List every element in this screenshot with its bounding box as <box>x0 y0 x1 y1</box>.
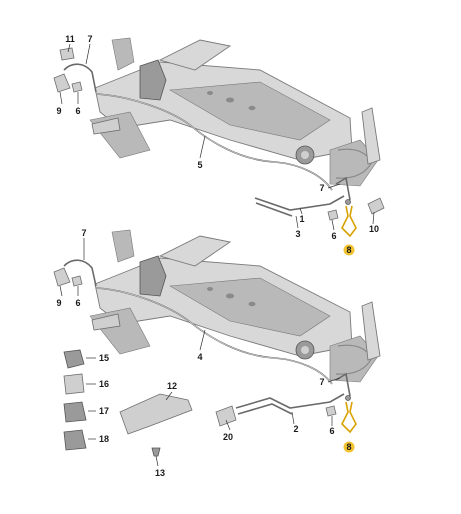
bottom-heat-shield-12 <box>119 393 193 435</box>
bottom-label-7b: 7 <box>319 377 324 387</box>
top-right-damper <box>361 107 381 165</box>
part-label-17: 17 <box>99 406 109 416</box>
top-bracket-10 <box>367 197 385 215</box>
bottom-bracket-9 <box>53 267 71 287</box>
top-subframe-rib <box>169 81 331 141</box>
top-brake-line-3 <box>255 202 293 217</box>
part-label-16: 16 <box>99 379 109 389</box>
top-label-6a: 6 <box>75 106 80 116</box>
top-label-8: 8 <box>346 245 351 255</box>
top-hose-8-highlighted <box>341 205 357 238</box>
bottom-bump-stop <box>139 255 167 297</box>
bottom-bolt-13 <box>151 447 161 457</box>
top-label-1: 1 <box>299 214 304 224</box>
bottom-label-2: 2 <box>293 424 298 434</box>
top-arm-bracket <box>91 117 121 135</box>
bottom-hose-8-highlighted <box>341 401 357 434</box>
top-label-7b: 7 <box>319 183 324 193</box>
part-label-15: 15 <box>99 353 109 363</box>
bottom-label-7a: 7 <box>81 228 86 238</box>
part-15 <box>63 349 85 369</box>
part-18 <box>63 429 87 451</box>
top-brake-line-1 <box>254 195 345 211</box>
top-label-7a: 7 <box>87 34 92 44</box>
bottom-label-6a: 6 <box>75 298 80 308</box>
part-label-18: 18 <box>99 434 109 444</box>
bottom-brake-line-2 <box>235 393 345 409</box>
bottom-label-8: 8 <box>346 442 351 452</box>
bottom-label-12: 12 <box>167 381 177 391</box>
top-assembly: 11 7 9 6 5 7 1 3 6 8 10 <box>53 34 385 256</box>
top-label-9: 9 <box>56 106 61 116</box>
bottom-upper-rail <box>158 235 232 267</box>
part-17 <box>63 401 87 423</box>
bottom-right-spring <box>329 335 379 383</box>
bottom-label-4: 4 <box>197 352 202 362</box>
top-clip-6 <box>71 81 83 93</box>
bottom-arm-bracket <box>91 313 121 331</box>
bottom-label-6b: 6 <box>329 426 334 436</box>
top-right-hose <box>335 176 351 201</box>
top-clip-11 <box>59 47 75 61</box>
bottom-subframe-rib <box>169 277 331 337</box>
bottom-right-damper <box>361 301 381 361</box>
part-16 <box>63 373 85 395</box>
top-bracket-9 <box>53 73 71 93</box>
bottom-label-9: 9 <box>56 298 61 308</box>
bottom-strut-tower <box>111 229 135 263</box>
bottom-bracket-20 <box>215 405 237 427</box>
bottom-label-20: 20 <box>223 432 233 442</box>
bottom-assembly: 7 9 6 4 7 20 2 6 8 12 13 15 16 17 18 <box>53 228 381 478</box>
top-strut-tower <box>111 37 135 71</box>
bottom-clip-6 <box>71 275 83 287</box>
top-label-3: 3 <box>295 229 300 239</box>
bottom-label-8-highlight <box>343 441 355 453</box>
top-label-6b: 6 <box>331 231 336 241</box>
top-label-8-highlight <box>343 244 355 256</box>
top-label-11: 11 <box>65 34 75 44</box>
bottom-clip-6b <box>325 405 337 417</box>
top-label-5: 5 <box>197 160 202 170</box>
top-label-10: 10 <box>369 224 379 234</box>
bottom-left-hose <box>63 259 97 287</box>
top-left-hose <box>63 63 97 93</box>
top-upper-rail <box>158 39 232 71</box>
top-right-spring <box>329 139 379 187</box>
bottom-label-13: 13 <box>155 468 165 478</box>
top-clip-6b <box>327 209 339 221</box>
top-bump-stop <box>139 59 167 101</box>
